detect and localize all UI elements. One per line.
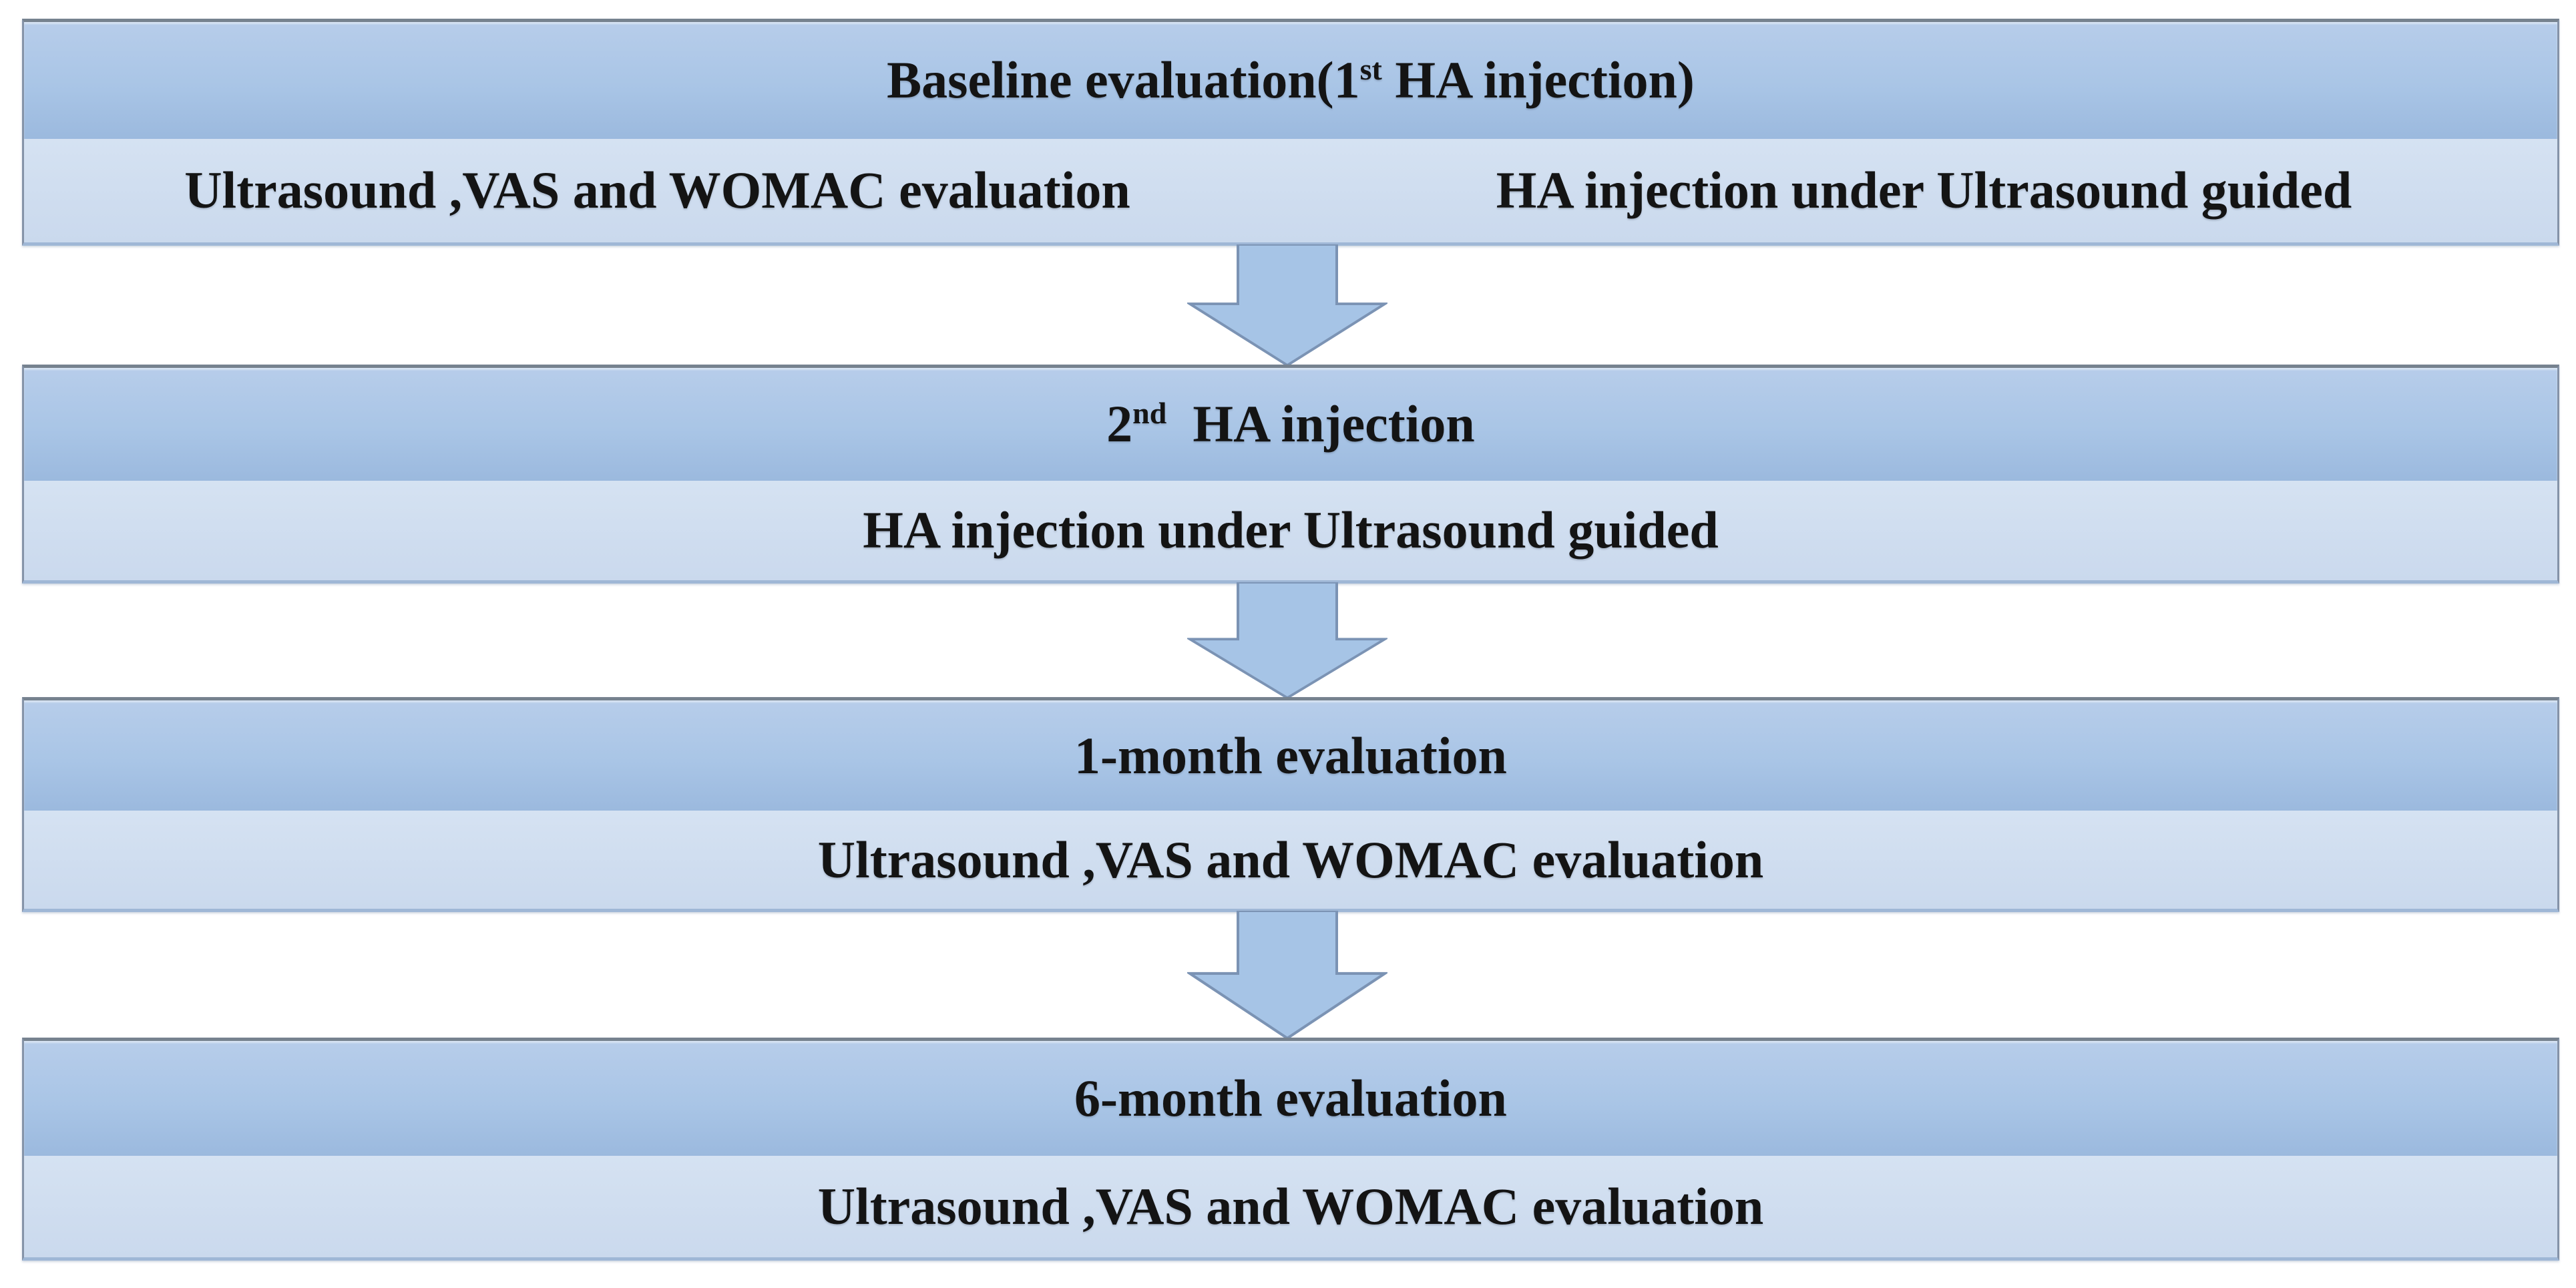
step-second-title: 2nd HA injection — [1106, 398, 1475, 450]
down-arrow-icon — [1187, 911, 1387, 1040]
step-baseline-title: Baseline evaluation(1st HA injection) — [887, 54, 1695, 106]
title-text: 6-month evaluation — [1074, 1068, 1507, 1127]
step-one-month-header: 1-month evaluation — [24, 700, 2557, 811]
title-text: 1-month evaluation — [1074, 726, 1507, 785]
detail-text: Ultrasound ,VAS and WOMAC evaluation — [817, 830, 1764, 889]
step-baseline-header: Baseline evaluation(1st HA injection) — [24, 22, 2557, 139]
title-superscript: nd — [1132, 396, 1167, 431]
title-text: 2 — [1106, 395, 1133, 453]
detail-text: HA injection under Ultrasound guided — [1496, 161, 2352, 220]
detail-text: Ultrasound ,VAS and WOMAC evaluation — [184, 161, 1130, 220]
detail-cell: Ultrasound ,VAS and WOMAC evaluation — [24, 811, 2557, 909]
step-one-month-title: 1-month evaluation — [1074, 729, 1507, 782]
title-text: HA injection — [1166, 395, 1475, 453]
step-six-month-title: 6-month evaluation — [1074, 1072, 1507, 1124]
down-arrow-icon — [1187, 244, 1387, 367]
detail-cell: Ultrasound ,VAS and WOMAC evaluation — [24, 1156, 2557, 1257]
step-one-month-evaluation: 1-month evaluation Ultrasound ,VAS and W… — [22, 697, 2559, 912]
title-superscript: st — [1359, 52, 1382, 87]
flow-connector-1 — [1187, 244, 1387, 367]
detail-cell: HA injection under Ultrasound guided — [1291, 139, 2557, 242]
title-text: HA injection) — [1381, 51, 1695, 110]
flow-connector-2 — [1187, 582, 1387, 700]
flow-connector-3 — [1187, 911, 1387, 1040]
detail-text: HA injection under Ultrasound guided — [863, 501, 1719, 560]
step-six-month-header: 6-month evaluation — [24, 1041, 2557, 1156]
step-second-details-row: HA injection under Ultrasound guided — [24, 480, 2557, 580]
step-baseline-evaluation: Baseline evaluation(1st HA injection) Ul… — [22, 19, 2559, 246]
step-six-month-details-row: Ultrasound ,VAS and WOMAC evaluation — [24, 1155, 2557, 1257]
title-text: Baseline evaluation(1 — [887, 51, 1360, 110]
detail-cell: Ultrasound ,VAS and WOMAC evaluation — [24, 139, 1291, 242]
detail-text: Ultrasound ,VAS and WOMAC evaluation — [817, 1176, 1764, 1235]
step-baseline-details-row: Ultrasound ,VAS and WOMAC evaluation HA … — [24, 138, 2557, 242]
step-six-month-evaluation: 6-month evaluation Ultrasound ,VAS and W… — [22, 1038, 2559, 1261]
detail-cell: HA injection under Ultrasound guided — [24, 481, 2557, 580]
step-second-header: 2nd HA injection — [24, 368, 2557, 481]
step-one-month-details-row: Ultrasound ,VAS and WOMAC evaluation — [24, 811, 2557, 909]
step-second-injection: 2nd HA injection HA injection under Ultr… — [22, 365, 2559, 584]
down-arrow-icon — [1187, 582, 1387, 700]
